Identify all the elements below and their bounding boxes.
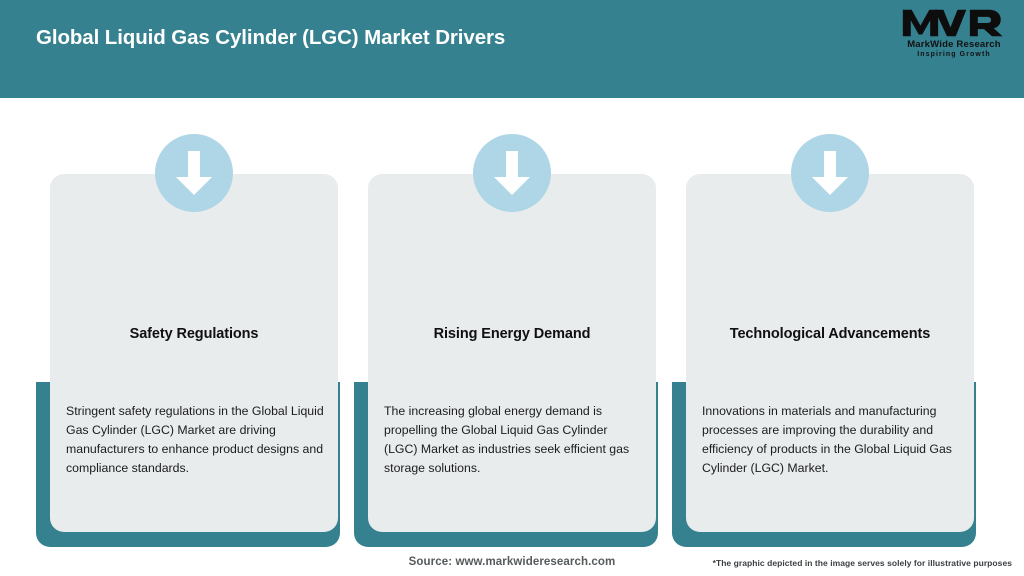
mwr-logo-icon: [898, 8, 1010, 38]
header-bar: Global Liquid Gas Cylinder (LGC) Market …: [0, 0, 1024, 98]
logo-company-name: MarkWide Research: [907, 39, 1001, 50]
logo-tagline: Inspiring Growth: [917, 51, 991, 58]
drivers-card-grid: Safety Regulations Stringent safety regu…: [0, 98, 1024, 547]
card-face: Safety Regulations Stringent safety regu…: [50, 174, 338, 532]
driver-card-3: Technological Advancements Innovations i…: [672, 98, 976, 547]
driver-card-1: Safety Regulations Stringent safety regu…: [36, 98, 340, 547]
card-body-text: The increasing global energy demand is p…: [384, 404, 630, 475]
card-title: Technological Advancements: [729, 326, 931, 342]
card-title: Rising Energy Demand: [433, 326, 591, 342]
down-arrow-icon: [473, 134, 551, 212]
disclaimer-text: *The graphic depicted in the image serve…: [712, 558, 1012, 568]
card-face: Rising Energy Demand The increasing glob…: [368, 174, 656, 532]
down-arrow-icon: [155, 134, 233, 212]
down-arrow-icon: [791, 134, 869, 212]
source-label: Source: www.markwideresearch.com: [408, 556, 616, 568]
card-face: Technological Advancements Innovations i…: [686, 174, 974, 532]
brand-logo: MarkWide Research Inspiring Growth: [898, 8, 1010, 66]
card-body-text: Innovations in materials and manufacturi…: [702, 404, 952, 475]
driver-card-2: Rising Energy Demand The increasing glob…: [354, 98, 658, 547]
card-title: Safety Regulations: [129, 326, 259, 342]
card-body-text: Stringent safety regulations in the Glob…: [66, 404, 324, 475]
page-title: Global Liquid Gas Cylinder (LGC) Market …: [36, 26, 506, 49]
